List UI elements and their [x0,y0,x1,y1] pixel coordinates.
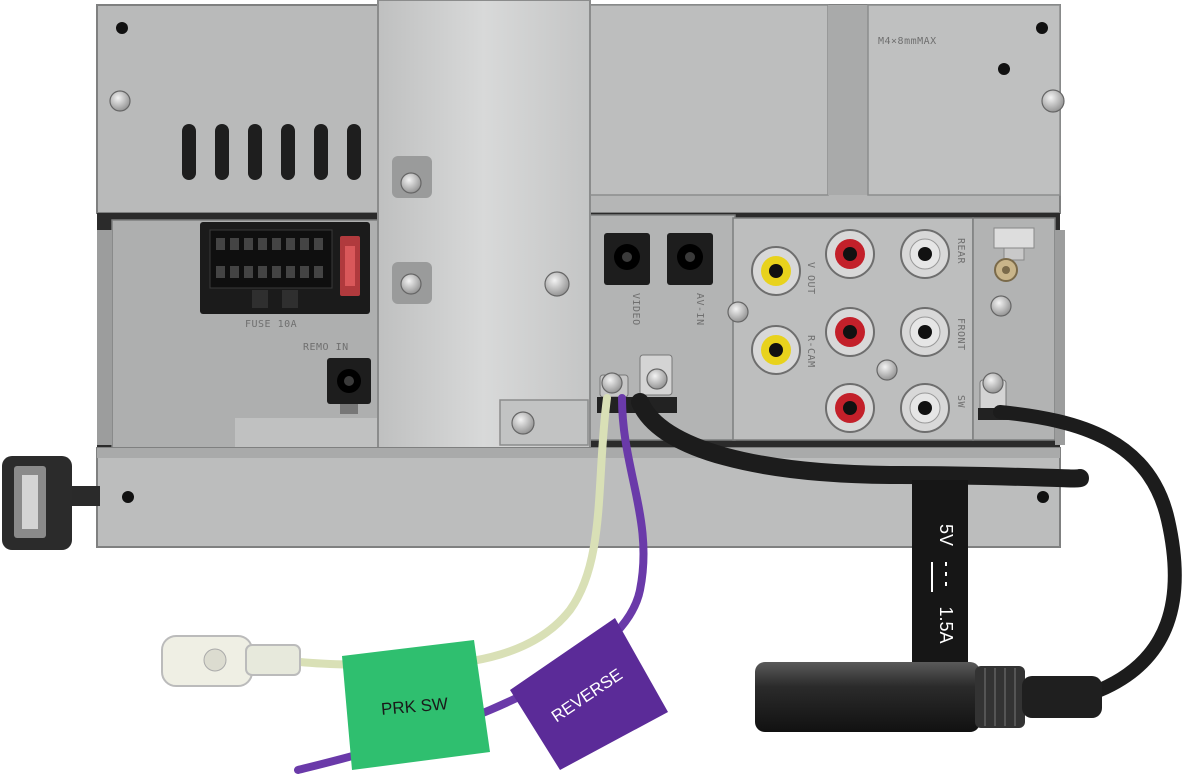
video-jack: VIDEO [604,233,650,326]
sw-label: SW [955,395,966,409]
r-cam-label: R-CAM [805,335,816,368]
svg-text:REMO IN: REMO IN [303,342,349,353]
svg-text:SW: SW [955,395,966,409]
svg-text:REAR: REAR [955,238,966,265]
parking-tag: PRK SW [342,640,490,770]
rca-v-out-jack [751,246,801,296]
usb-extension-barrel [755,662,1102,732]
svg-text:M4×8mmMAX: M4×8mmMAX [878,36,937,47]
svg-text:5V: 5V [936,524,956,546]
mounting-holes [116,22,1049,503]
svg-text:1.5A: 1.5A [936,606,956,643]
reverse-tag: REVERSE [510,618,668,770]
rca-rear-right-jack [900,229,950,279]
rca-front-right-jack [900,307,950,357]
rca-sub-right-jack [900,383,950,433]
antenna-jack [993,227,1035,282]
svg-text:FRONT: FRONT [955,318,966,351]
usb-rating-tag: 5V 1.5A [912,480,968,680]
parking-wire-connector [161,635,301,687]
screws [109,89,1065,435]
svg-text:AV-IN: AV-IN [694,293,705,326]
rca-rear-left-jack [825,229,875,279]
remote-input-jack: REMO IN [303,342,371,414]
av-in-jack: AV-IN [667,233,713,326]
front-label: FRONT [955,318,966,351]
svg-text:FUSE 10A: FUSE 10A [245,319,297,330]
svg-text:VIDEO: VIDEO [630,293,641,326]
vent-slots [182,124,361,180]
fuse-label-text: FUSE 10A [245,319,297,330]
svg-text:R-CAM: R-CAM [805,335,816,368]
usb-extension-cable [631,393,1182,697]
dc-symbol [931,562,947,592]
usb-connector [2,456,100,550]
rear-label: REAR [955,238,966,265]
mounting-bracket [377,0,591,449]
v-out-label: V OUT [805,262,816,295]
rca-sub-left-jack [825,383,875,433]
rca-front-left-jack [825,307,875,357]
rca-r-cam-jack [751,325,801,375]
screw-spec-label: M4×8mmMAX [878,36,937,47]
chassis-bottom [96,447,1061,548]
svg-text:V OUT: V OUT [805,262,816,295]
wiring-harness-connector [200,222,370,314]
